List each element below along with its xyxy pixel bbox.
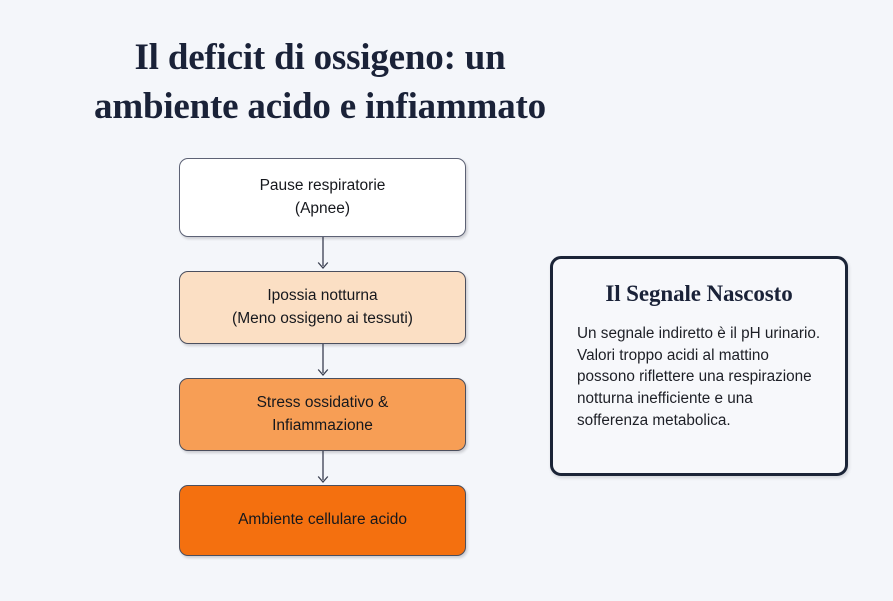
flow-step-hypoxia: Ipossia notturna (Meno ossigeno ai tessu… — [179, 271, 466, 344]
flow-step-hypoxia-text: Ipossia notturna (Meno ossigeno ai tessu… — [232, 285, 413, 330]
flow-step-oxidative-stress-line-2: Infiammazione — [272, 416, 373, 434]
flow-step-apnea-text: Pause respiratorie (Apnee) — [260, 175, 386, 220]
flow-step-acid-environment-line-1: Ambiente cellulare acido — [238, 511, 407, 529]
hidden-signal-card: Il Segnale Nascosto Un segnale indiretto… — [550, 256, 848, 476]
flowchart: Pause respiratorie (Apnee) Ipossia nottu… — [179, 158, 466, 556]
flow-step-apnea-line-1: Pause respiratorie — [259, 177, 386, 195]
hidden-signal-card-title: Il Segnale Nascosto — [605, 281, 793, 306]
arrow-down-icon — [317, 344, 328, 376]
flow-step-acid-environment-text: Ambiente cellulare acido — [238, 509, 407, 531]
flow-step-acid-environment: Ambiente cellulare acido — [179, 485, 466, 556]
page-title-line-2: ambiente acido e infiammato — [94, 85, 546, 127]
hidden-signal-card-body: Un segnale indiretto è il pH urinario. V… — [577, 325, 821, 429]
page-title: Il deficit di ossigeno: un ambiente acid… — [0, 34, 640, 132]
flow-step-hypoxia-line-1: Ipossia notturna — [267, 287, 378, 305]
flow-step-apnea: Pause respiratorie (Apnee) — [179, 158, 466, 237]
page-title-line-1: Il deficit di ossigeno: un — [134, 37, 506, 78]
flow-step-oxidative-stress: Stress ossidativo & Infiammazione — [179, 378, 466, 451]
flow-step-oxidative-stress-line-1: Stress ossidativo & — [256, 394, 389, 412]
arrow-down-icon — [317, 451, 328, 483]
connector-stress-to-acid — [179, 451, 466, 485]
connector-hypoxia-to-stress — [179, 344, 466, 378]
flow-step-apnea-line-2: (Apnee) — [294, 199, 351, 217]
flow-step-oxidative-stress-text: Stress ossidativo & Infiammazione — [257, 392, 389, 437]
flow-step-hypoxia-line-2: (Meno ossigeno ai tessuti) — [232, 309, 413, 327]
arrow-down-icon — [317, 237, 328, 269]
connector-apnea-to-hypoxia — [179, 237, 466, 271]
